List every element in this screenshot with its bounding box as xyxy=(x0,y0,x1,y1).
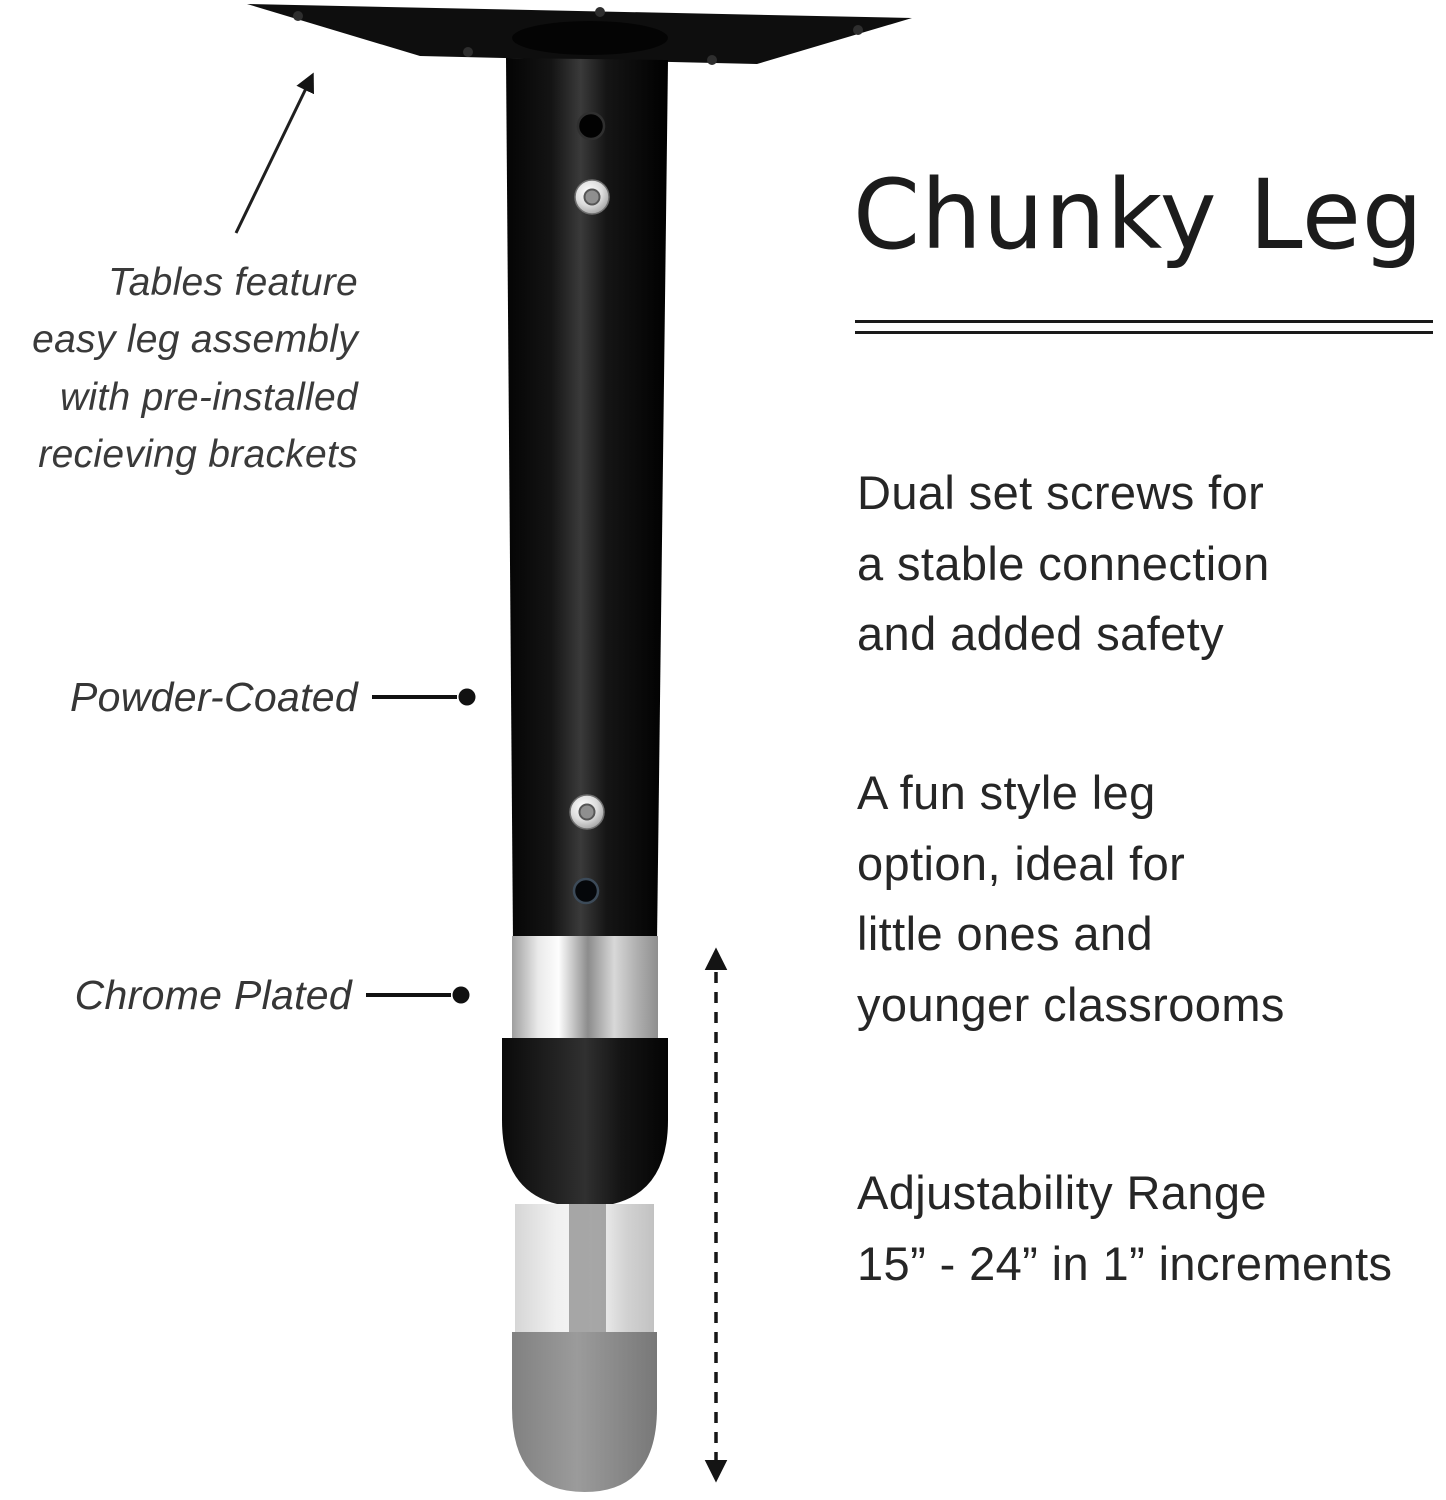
assembly-note: Tables feature easy leg assembly with pr… xyxy=(32,261,358,476)
chrome-plated-pointer xyxy=(366,986,470,1004)
lower-hole xyxy=(572,877,600,905)
page-title: Chunky Leg xyxy=(853,159,1424,271)
powder-coated-pointer xyxy=(372,688,476,706)
feature-adjustability-range: Adjustability Range 15” - 24” in 1” incr… xyxy=(857,1166,1393,1290)
adjuster-collar xyxy=(502,1038,668,1207)
title-double-underline xyxy=(855,320,1433,334)
chrome-section xyxy=(512,936,658,1042)
upper-set-screw xyxy=(574,179,610,215)
lower-set-screw xyxy=(569,794,605,830)
chrome-plated-label: Chrome Plated xyxy=(74,972,352,1018)
assembly-callout-arrow xyxy=(234,72,314,234)
upper-hole xyxy=(576,111,606,141)
mounting-plate xyxy=(247,4,912,65)
lower-chrome-tube xyxy=(515,1204,654,1337)
powder-coated-label: Powder-Coated xyxy=(69,674,358,720)
foot-cap xyxy=(512,1332,657,1492)
leg-tube xyxy=(506,58,668,942)
feature-fun-style: A fun style leg option, ideal for little… xyxy=(857,766,1285,1031)
feature-dual-set-screws: Dual set screws for a stable connection … xyxy=(857,466,1270,660)
